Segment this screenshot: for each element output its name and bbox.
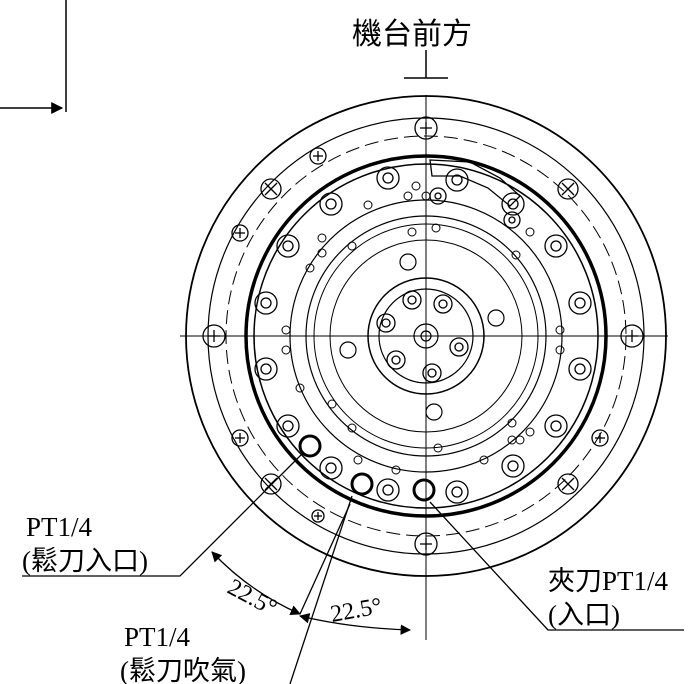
small-holes xyxy=(281,181,565,475)
angle-bottom-label: 22.5° xyxy=(329,593,384,628)
front-indicator-symbol xyxy=(404,50,448,79)
clamp-port-line1-label: 夾刀PT1/4 xyxy=(548,566,669,596)
clamp-bracket xyxy=(429,159,521,229)
bolt-ring xyxy=(254,166,592,504)
blow-port-desc-label: (鬆刀吹氣) xyxy=(120,656,246,684)
clamp-port-line2-label: (入口) xyxy=(548,600,620,630)
flange-outer xyxy=(185,95,667,577)
blow-port-size-label: PT1/4 xyxy=(124,622,191,652)
machine-front-label: 機台前方 xyxy=(352,18,472,51)
spindle-bolts xyxy=(376,290,469,383)
mounting-holes xyxy=(202,116,644,556)
inner-features xyxy=(339,253,505,421)
ports xyxy=(298,434,436,502)
unclamp-port-desc-label: (鬆刀入口) xyxy=(22,546,148,576)
corner-dimension xyxy=(0,0,67,114)
angle-dimensions xyxy=(211,503,412,635)
angle-left-label: 22.5° xyxy=(223,574,281,621)
leader-lines xyxy=(22,453,684,684)
unclamp-port-size-label: PT1/4 xyxy=(26,512,93,542)
